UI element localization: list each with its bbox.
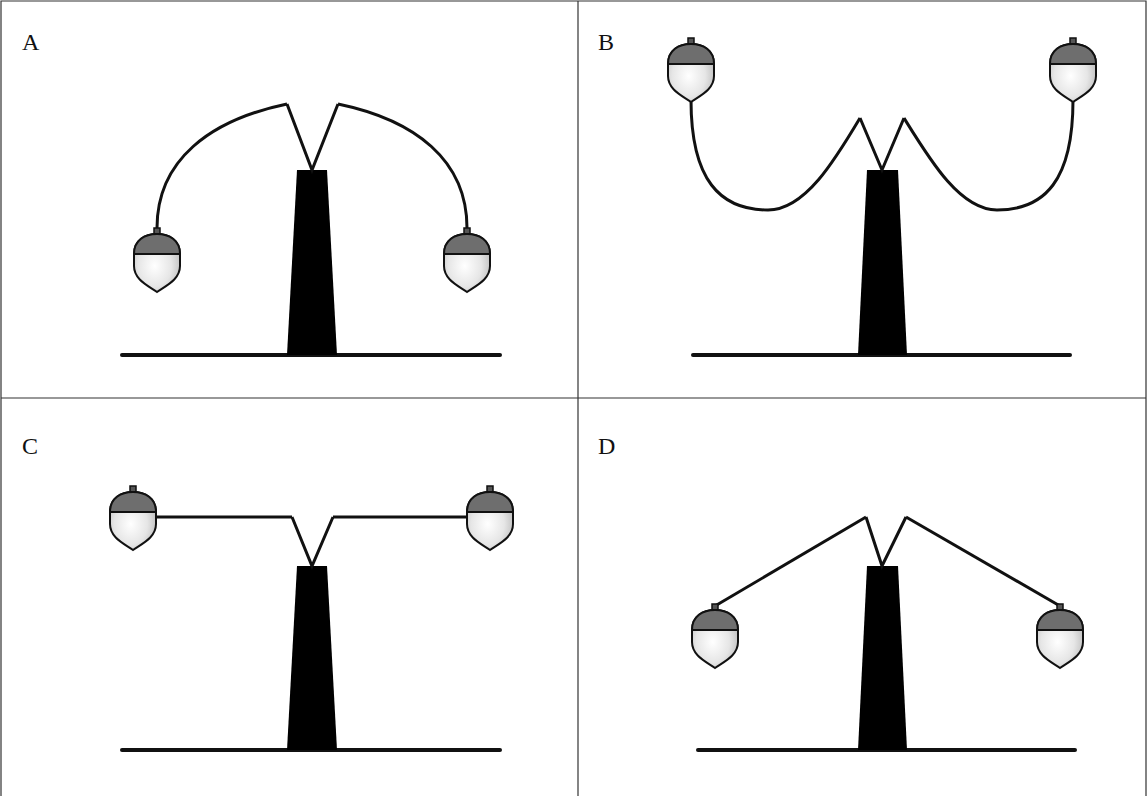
post-fork: [860, 118, 904, 170]
lamp-arm: [715, 517, 866, 606]
panel-label: B: [598, 30, 614, 54]
post-fork: [866, 517, 906, 566]
post: [287, 170, 337, 355]
panel-label: D: [598, 434, 615, 458]
lamp-arm: [906, 517, 1060, 606]
post: [858, 566, 907, 750]
lamp-symbol: [467, 486, 513, 550]
post-fork: [287, 104, 338, 170]
lamp-arm: [156, 516, 292, 519]
lamp-arm: [904, 100, 1073, 210]
lamp-symbol: [1050, 38, 1096, 102]
panel-divider: [1, 397, 1146, 398]
lamp-post-d: [692, 517, 1083, 750]
lamp-arm: [157, 104, 287, 228]
lamp-symbol: [110, 486, 156, 550]
lamp-arm: [333, 516, 467, 519]
lamp-post-c: [110, 486, 513, 750]
lamp-arm: [691, 100, 860, 210]
lamp-symbol: [444, 228, 490, 292]
panel-label: A: [22, 30, 39, 54]
lamp-symbol: [134, 228, 180, 292]
lamp-symbol: [692, 604, 738, 668]
panel-divider: [577, 1, 578, 796]
panel-label: C: [22, 434, 38, 458]
lamp-post-b: [668, 38, 1096, 355]
post: [858, 170, 907, 355]
post-fork: [292, 517, 333, 566]
lamp-arm: [338, 104, 467, 228]
post: [287, 566, 337, 750]
lamp-symbol: [1037, 604, 1083, 668]
lamp-symbol: [668, 38, 714, 102]
lamp-post-a: [122, 104, 500, 355]
